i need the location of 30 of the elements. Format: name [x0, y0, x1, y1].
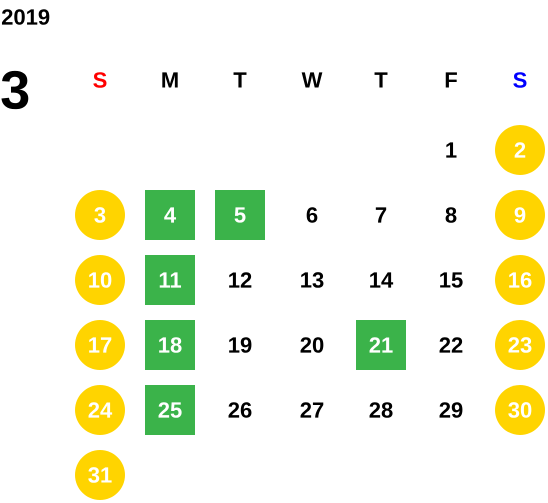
day-square: 18 — [145, 320, 195, 370]
day-number: 8 — [446, 207, 456, 223]
day-square: 5 — [215, 190, 265, 240]
day-number: 27 — [300, 402, 324, 418]
weekday-header: W — [302, 72, 322, 88]
weekday-header: T — [234, 72, 246, 88]
weekday-header: M — [162, 72, 178, 88]
day-number: 7 — [376, 207, 386, 223]
day-number: 14 — [370, 272, 394, 288]
year-title: 2019 — [2, 9, 50, 25]
day-number: 26 — [228, 402, 252, 418]
weekday-header: S — [513, 72, 526, 88]
day-number: 29 — [440, 402, 462, 418]
day-square: 25 — [145, 385, 195, 435]
weekday-header: S — [93, 72, 106, 88]
day-number: 13 — [301, 272, 324, 288]
day-square: 21 — [356, 320, 406, 370]
day-number: 12 — [229, 272, 252, 288]
day-square: 11 — [145, 255, 195, 305]
day-number: 20 — [300, 337, 324, 353]
day-number: 19 — [229, 337, 252, 353]
day-number: 6 — [306, 207, 318, 223]
month-number: 3 — [1, 70, 28, 110]
day-number: 1 — [446, 142, 456, 158]
day-square: 4 — [145, 190, 195, 240]
day-number: 22 — [440, 337, 462, 353]
weekday-header: T — [374, 72, 388, 88]
day-number: 15 — [440, 272, 463, 288]
day-number: 28 — [370, 402, 393, 418]
weekday-header: F — [446, 72, 457, 88]
